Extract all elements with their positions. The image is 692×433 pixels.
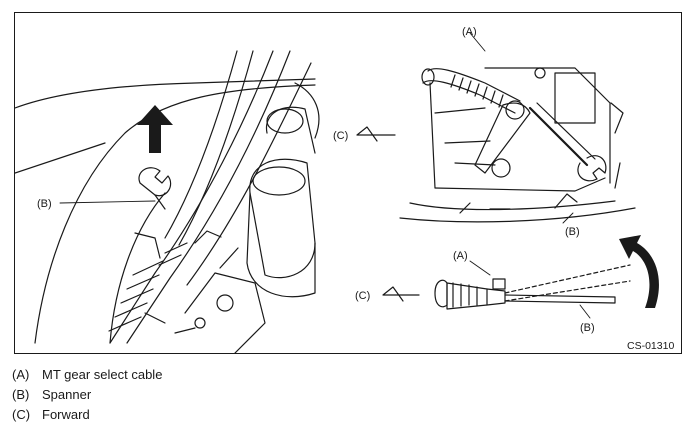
cable-adjustment-drawing: [434, 260, 631, 319]
legend-item-c: (C) Forward: [12, 405, 162, 425]
pull-up-arrow: [137, 105, 173, 153]
rotate-direction-arrow: [619, 235, 659, 308]
label-c-bottom: (C): [355, 290, 370, 302]
legend-item-b: (B) Spanner: [12, 385, 162, 405]
legend-text: MT gear select cable: [42, 367, 163, 382]
forward-arrow-bottom: [382, 286, 420, 302]
illustration-frame: (A) (B) (C) (B) (A) (C) (B) CS-01310: [14, 12, 682, 354]
label-b-bottom: (B): [580, 322, 595, 334]
legend-key: (C): [12, 407, 31, 422]
label-a-bottom: (A): [453, 250, 468, 262]
legend-text: Spanner: [42, 387, 92, 402]
technical-illustration: (A) (B) (C) (B) (A) (C) (B) CS-01310: [15, 26, 674, 353]
figure-code: CS-01310: [627, 340, 674, 352]
label-a-top: (A): [462, 26, 477, 38]
legend-item-a: (A) MT gear select cable: [12, 365, 162, 385]
legend-key: (B): [12, 387, 30, 402]
forward-arrow-top: [356, 126, 396, 142]
legend: (A) MT gear select cable (B) Spanner (C)…: [12, 365, 162, 425]
legend-key: (A): [12, 367, 30, 382]
spanner-left: [138, 167, 172, 210]
label-b-right: (B): [565, 226, 580, 238]
label-b-left: (B): [37, 198, 52, 210]
label-c-top: (C): [333, 130, 348, 142]
legend-text: Forward: [42, 407, 90, 422]
engine-bay-drawing: [15, 50, 320, 353]
transmission-top-drawing: [399, 67, 636, 223]
